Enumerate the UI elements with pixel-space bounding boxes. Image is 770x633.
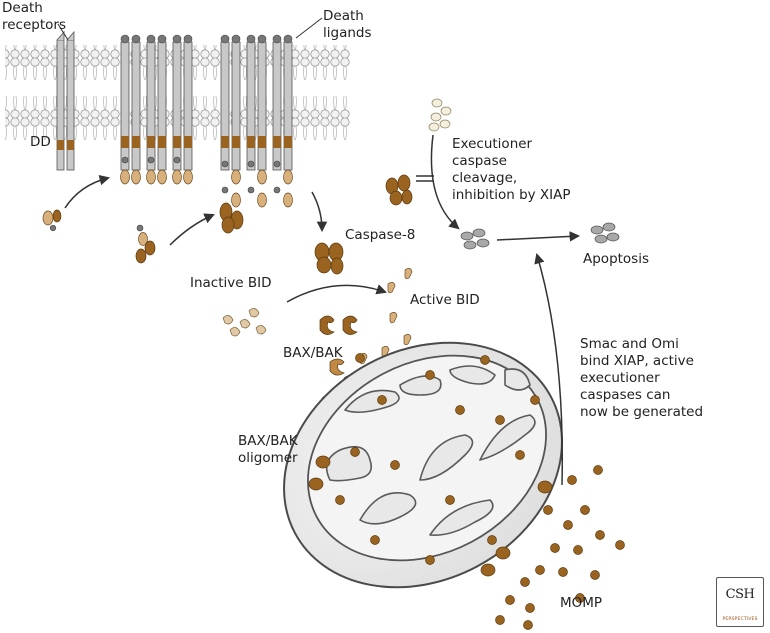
logo-subtext: PERSPECTIVES bbox=[722, 617, 758, 622]
label-bax-bak: BAX/BAK bbox=[283, 345, 343, 361]
label-executioner: Executioner caspase cleavage, inhibition… bbox=[452, 136, 571, 203]
inactive-bid bbox=[222, 308, 267, 337]
adaptor-protein-1 bbox=[42, 209, 62, 232]
label-bax-bak-oligomer: BAX/BAK oligomer bbox=[238, 433, 298, 466]
bax-bak bbox=[319, 315, 358, 335]
label-dd: DD bbox=[30, 134, 51, 150]
label-pointers bbox=[57, 17, 323, 41]
mitochondrion bbox=[283, 341, 563, 589]
pathway-arrows bbox=[64, 134, 581, 486]
caspase-8 bbox=[314, 242, 344, 275]
label-smac-omi: Smac and Omi bind XIAP, active execution… bbox=[580, 336, 704, 420]
csh-perspectives-logo: CSH PERSPECTIVES bbox=[716, 577, 764, 627]
label-death-receptors: Death receptors bbox=[2, 0, 66, 33]
death-receptor-cluster-1 bbox=[120, 34, 193, 185]
label-caspase-8: Caspase-8 bbox=[345, 227, 416, 243]
executioner-procaspase bbox=[385, 174, 413, 206]
death-receptor-unbound bbox=[56, 30, 75, 171]
adaptor-procaspase bbox=[135, 224, 156, 264]
apoptosis-caspase bbox=[590, 222, 620, 244]
label-apoptosis: Apoptosis bbox=[583, 251, 650, 267]
label-momp: MOMP bbox=[560, 595, 603, 611]
label-active-bid: Active BID bbox=[410, 292, 480, 308]
label-inactive-bid: Inactive BID bbox=[190, 275, 272, 291]
logo-text: CSH bbox=[725, 587, 755, 602]
released-proteins bbox=[495, 465, 625, 630]
active-executioner-caspase bbox=[460, 228, 490, 250]
smac-omi-cluster bbox=[428, 98, 452, 132]
inhibition-bar bbox=[416, 175, 434, 182]
death-receptor-cluster-2 bbox=[219, 34, 293, 234]
label-death-ligands: Death ligands bbox=[323, 8, 372, 41]
